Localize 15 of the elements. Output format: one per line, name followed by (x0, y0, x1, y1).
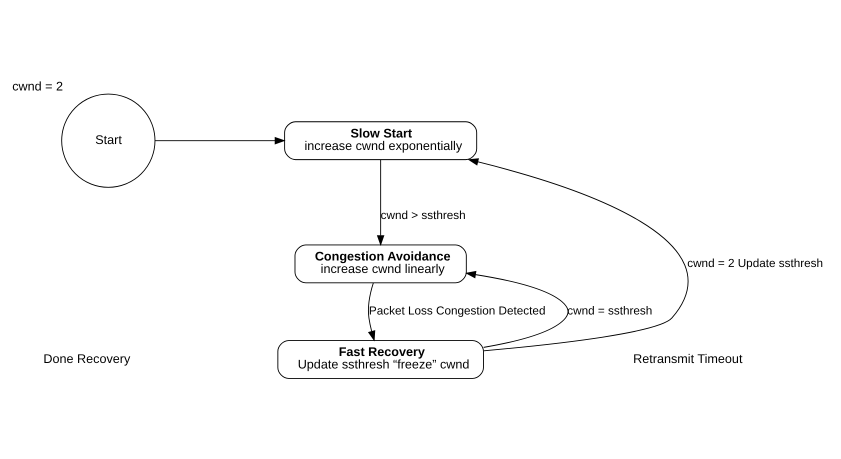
node-box: Fast Recovery Update ssthresh “freeze” cwnd (277, 340, 484, 379)
label: Done Recovery (43, 352, 130, 366)
node-circle: Start (61, 94, 156, 188)
node-label: cwnd = 2 (12, 80, 64, 94)
label: Retransmit Timeout (633, 352, 742, 366)
arrow (465, 270, 569, 348)
arrow (376, 159, 384, 246)
edge-label: cwnd > ssthresh (380, 209, 466, 222)
node-box: Congestion Avoidance increase cwnd linearly (294, 244, 467, 284)
arrow (154, 136, 286, 144)
node-box: Slow Start increase cwnd exponentially (284, 121, 478, 160)
edge-label: cwnd = 2 Update ssthresh (687, 256, 824, 270)
arrow (468, 158, 689, 352)
edge-label: Packet Loss Congestion Detected (368, 304, 546, 318)
arrow (368, 282, 376, 342)
